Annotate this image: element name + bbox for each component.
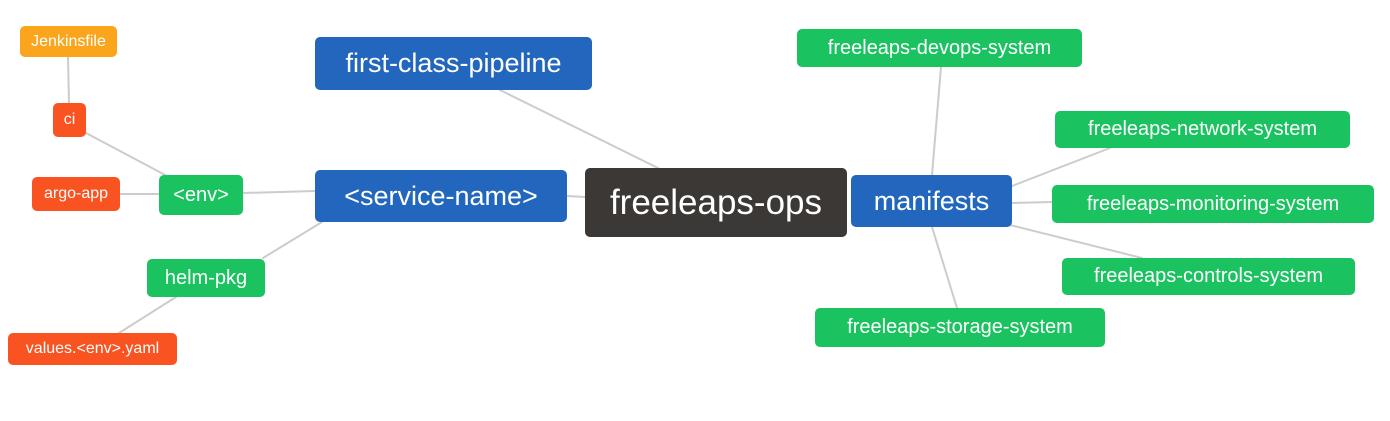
node-argo-app[interactable]: argo-app [32, 177, 120, 211]
node-controls-system[interactable]: freeleaps-controls-system [1062, 258, 1355, 295]
edge-pipeline-root [499, 89, 661, 170]
node-network-system[interactable]: freeleaps-network-system [1055, 111, 1350, 148]
node-manifests[interactable]: manifests [851, 175, 1012, 227]
edge-service-name-root [566, 195, 586, 198]
edge-jenkinsfile-ci [67, 56, 70, 104]
node-root-freeleaps-ops[interactable]: freeleaps-ops [585, 168, 847, 237]
edge-manifests-network [1011, 147, 1111, 187]
node-env[interactable]: <env> [159, 175, 243, 215]
node-storage-system[interactable]: freeleaps-storage-system [815, 308, 1105, 347]
node-service-name[interactable]: <service-name> [315, 170, 567, 222]
node-monitoring-system[interactable]: freeleaps-monitoring-system [1052, 185, 1374, 223]
edge-manifests-controls [1009, 224, 1143, 259]
edge-manifests-monitoring [1011, 201, 1053, 204]
edge-service-name-helm-pkg [262, 221, 323, 259]
node-values-env-yaml[interactable]: values.<env>.yaml [8, 333, 177, 365]
edge-ci-env [85, 132, 168, 177]
node-helm-pkg[interactable]: helm-pkg [147, 259, 265, 297]
edge-helm-pkg-values [118, 296, 177, 334]
node-jenkinsfile[interactable]: Jenkinsfile [20, 26, 117, 57]
node-first-class-pipeline[interactable]: first-class-pipeline [315, 37, 592, 90]
node-devops-system[interactable]: freeleaps-devops-system [797, 29, 1082, 67]
node-ci[interactable]: ci [53, 103, 86, 137]
edge-manifests-devops [931, 66, 942, 176]
edge-manifests-storage [931, 226, 958, 309]
edge-env-service-name [242, 190, 316, 194]
